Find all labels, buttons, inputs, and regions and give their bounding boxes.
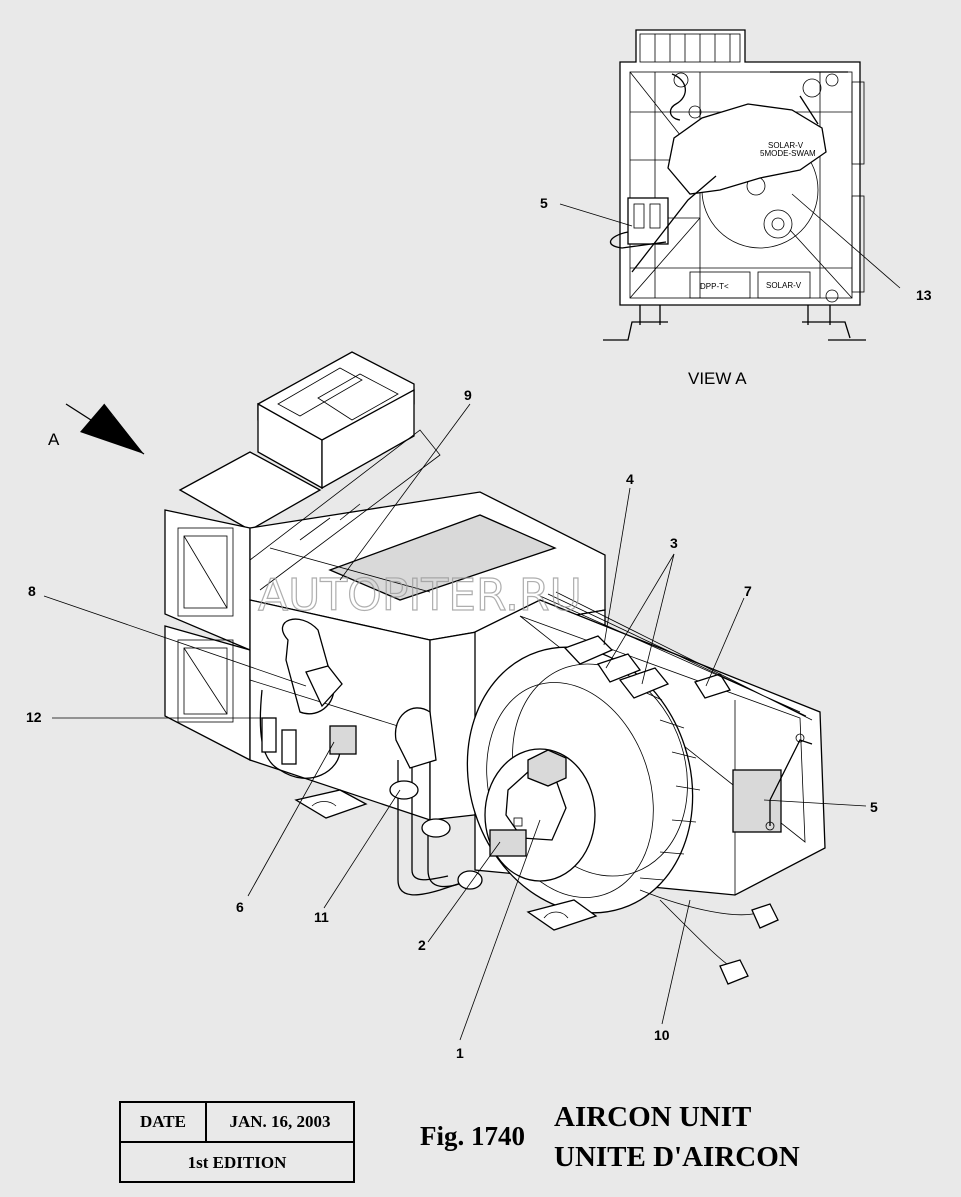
figure-title-english: AIRCON UNIT: [554, 1101, 752, 1133]
callout-11: 11: [314, 909, 329, 925]
callout-9: 9: [464, 387, 472, 403]
callout-7: 7: [744, 583, 752, 599]
callout-4: 4: [626, 471, 634, 487]
callout-3: 3: [670, 535, 678, 551]
callout-5-main: 5: [870, 799, 878, 815]
callout-13: 13: [916, 287, 932, 303]
date-label: DATE: [121, 1103, 207, 1141]
edition-label: 1st EDITION: [187, 1153, 287, 1172]
view-a-label: VIEW A: [688, 369, 747, 388]
view-a-inset: SOLAR-V 5MODE-SWAM DPP-T< SOLAR-V: [559, 29, 901, 341]
view-direction-arrow: [65, 403, 145, 455]
date-value: JAN. 16, 2003: [229, 1112, 331, 1131]
panel-label-left: DPP-T<: [700, 282, 729, 291]
watermark: AUTOPITER.RU: [258, 570, 582, 621]
aircon-unit-drawing: [164, 351, 826, 985]
date-row: DATE JAN. 16, 2003: [121, 1103, 353, 1143]
callout-12: 12: [26, 709, 42, 725]
callout-10: 10: [654, 1027, 670, 1043]
callout-6: 6: [236, 899, 244, 915]
solar-servo-label-1: SOLAR-V: [768, 141, 804, 150]
callout-2: 2: [418, 937, 426, 953]
panel-label-right: SOLAR-V: [766, 281, 802, 290]
date-box: DATE JAN. 16, 2003 1st EDITION: [119, 1101, 355, 1183]
callout-8: 8: [28, 583, 36, 599]
fan-blades: [639, 689, 701, 881]
view-arrow-label: A: [48, 430, 60, 449]
callout-1: 1: [456, 1045, 464, 1061]
callout-5-inset: 5: [540, 195, 548, 211]
aircon-unit-diagram: SOLAR-V 5MODE-SWAM DPP-T< SOLAR-V 5 13 V…: [26, 29, 932, 1061]
figure-number: Fig. 1740: [420, 1121, 525, 1151]
leader-lines: [43, 403, 867, 1041]
figure-title-french: UNITE D'AIRCON: [554, 1141, 800, 1173]
solar-servo-label-2: 5MODE-SWAM: [760, 149, 816, 158]
